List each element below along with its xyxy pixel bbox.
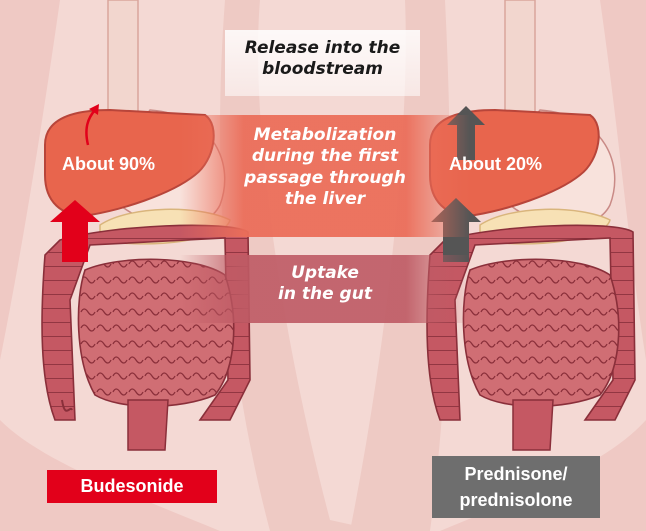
left-esophagus [108, 0, 138, 120]
budesonide-badge: Budesonide [47, 470, 217, 503]
right-small-intestine [463, 259, 618, 406]
right-rectum [513, 400, 553, 450]
prednisone-badge: Prednisone/ prednisolone [432, 456, 600, 518]
metabolization-label: Metabolization during the first passage … [180, 115, 470, 237]
left-rectum [128, 400, 168, 450]
prednisone-percent-label: About 20% [449, 154, 542, 175]
right-esophagus [505, 0, 535, 120]
uptake-label: Uptake in the gut [180, 255, 470, 323]
release-label: Release into the bloodstream [225, 30, 420, 96]
budesonide-percent-label: About 90% [62, 154, 155, 175]
